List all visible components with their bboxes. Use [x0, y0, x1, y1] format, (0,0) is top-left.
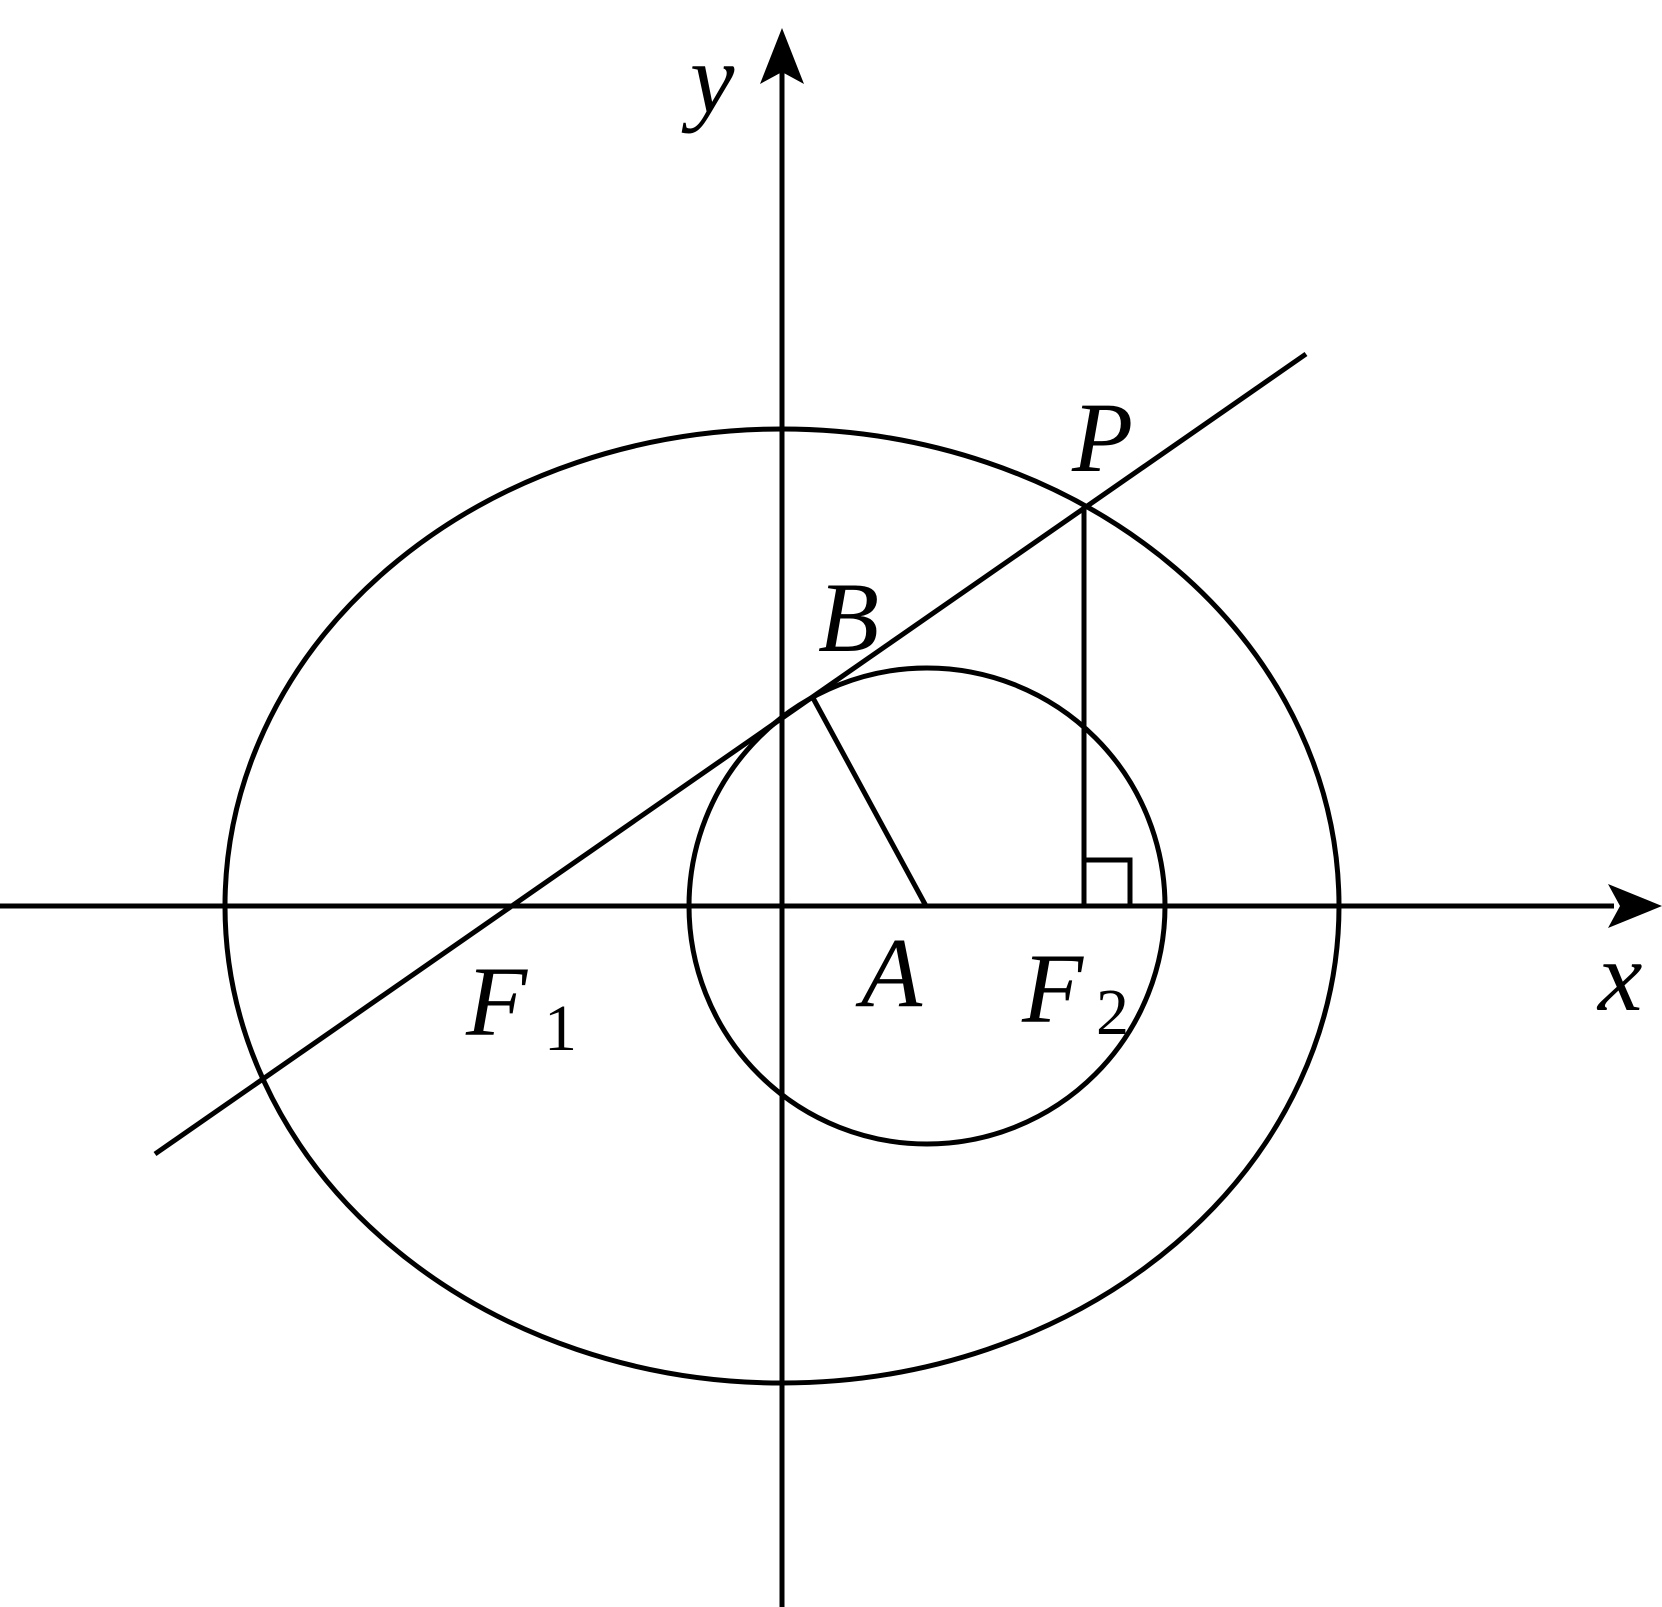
point-b-label: B	[818, 562, 879, 673]
right-angle-mark	[1086, 857, 1133, 904]
coordinate-axes	[0, 28, 1662, 1607]
point-a-label: A	[855, 917, 923, 1028]
y-axis-label: y	[681, 23, 735, 134]
focus-f2-subscript: 2	[1096, 976, 1129, 1049]
segment-a-b	[810, 696, 929, 908]
focus-f1-label: F 1	[465, 946, 577, 1065]
point-p-label: P	[1071, 382, 1133, 493]
outer-ellipse	[222, 426, 1342, 1386]
x-axis-label: x	[1596, 921, 1642, 1032]
y-axis-arrowhead	[760, 28, 804, 84]
focus-f1-subscript: 1	[544, 992, 577, 1065]
focus-f2-letter: F	[1021, 933, 1084, 1044]
focus-f1-letter: F	[465, 946, 528, 1057]
x-axis-arrowhead	[1608, 884, 1662, 928]
line-f1-p	[153, 351, 1308, 1157]
focus-f2-label: F 2	[1021, 933, 1129, 1049]
inner-circle	[686, 665, 1168, 1147]
